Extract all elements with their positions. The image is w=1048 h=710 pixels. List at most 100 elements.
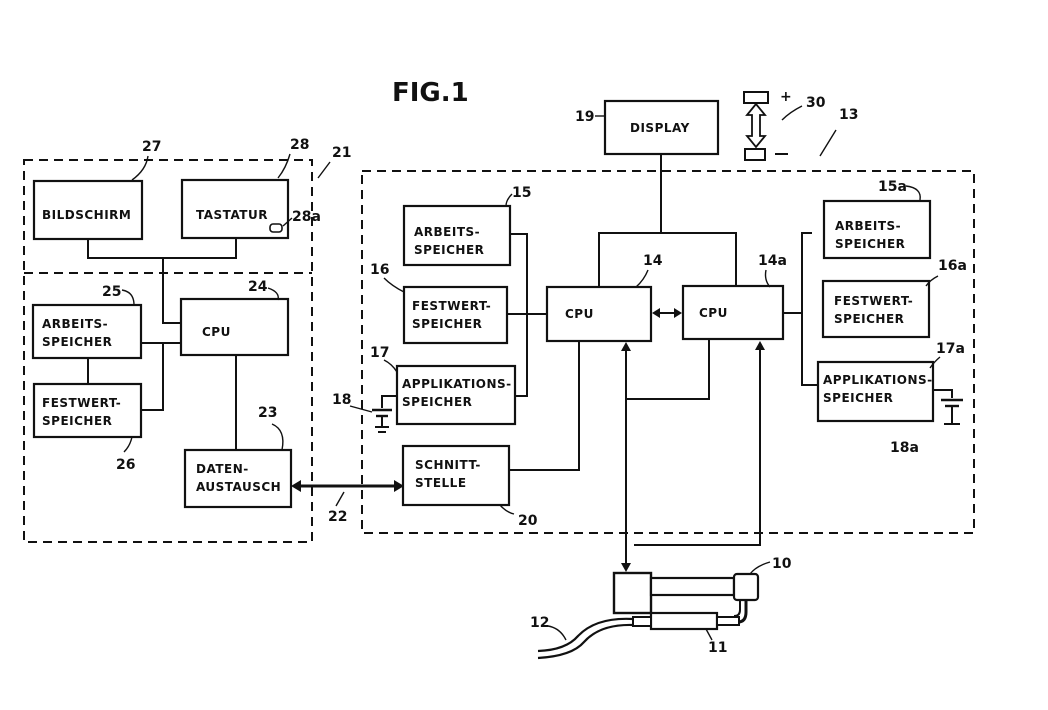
- terminal-festwertspeicher-block: [34, 384, 141, 437]
- terminal-cpu-label: CPU: [202, 325, 231, 339]
- terminal-arbeitsspeicher-block: [33, 305, 141, 358]
- terminal-arbeitsspeicher-ref-leader: [122, 290, 134, 305]
- figure-title: FIG.1: [392, 78, 469, 108]
- device-arbeitsspeicher-line1: ARBEITS-: [414, 225, 480, 239]
- schnittstelle-cpu-wire: [509, 341, 579, 470]
- injector-drive-rod: [651, 578, 734, 595]
- datenaustausch-line1: DATEN-: [196, 462, 249, 476]
- display-label: DISPLAY: [630, 121, 690, 135]
- injector-group: 10 12 11: [530, 556, 792, 658]
- bildschirm-ref: 27: [142, 139, 161, 155]
- device-arbeitsspeicher-line2: SPEICHER: [414, 243, 484, 257]
- injection-hose: [538, 619, 633, 651]
- terminal-festwertspeicher-ref-leader: [124, 437, 132, 452]
- display-keyboard-bus: [88, 238, 236, 258]
- arbeitsspeicher-a-ref: 15a: [878, 179, 907, 195]
- cpu-second-tap-wire: [626, 339, 709, 399]
- device-cpu-ref: 14: [643, 253, 663, 269]
- schnittstelle-line2: STELLE: [415, 476, 467, 490]
- data-link-ref-leader: [336, 492, 344, 506]
- syringe-barrel: [651, 613, 717, 629]
- terminal-ref: 21: [332, 145, 351, 161]
- terminal-cpu-block: [181, 299, 288, 355]
- device-festwertspeicher-ref: 16: [370, 262, 389, 278]
- device-applikationsspeicher-line2: SPEICHER: [402, 395, 472, 409]
- device-group: 13 DISPLAY 19 + 30 ARBEITS- SPEICHER 15 …: [332, 89, 974, 572]
- switch-bottom-contact-icon: [745, 149, 765, 160]
- syringe-ref-leader: [706, 629, 712, 640]
- schnittstelle-ref-leader: [500, 505, 514, 514]
- schnittstelle-line1: SCHNITT-: [415, 458, 481, 472]
- applikationsspeicher-a-line1: APPLIKATIONS-: [823, 373, 933, 387]
- arbeitsspeicher-a-line1: ARBEITS-: [835, 219, 901, 233]
- tastatur-key-ref: 28a: [292, 209, 321, 225]
- festwertspeicher-a-line1: FESTWERT-: [834, 294, 913, 308]
- injector-ref-leader: [750, 562, 770, 574]
- battery-a-ref: 18a: [890, 440, 919, 456]
- device-ref: 13: [839, 107, 858, 123]
- injector-ref: 10: [772, 556, 792, 572]
- switch-ref-leader: [782, 106, 802, 120]
- terminal-cpu-ref: 24: [248, 279, 268, 295]
- device-cpu-second-block: [683, 286, 783, 339]
- festwertspeicher-cpu-wire: [141, 343, 163, 410]
- terminal-ref-leader: [318, 162, 330, 178]
- cpu-wire-arrow-down-icon: [621, 563, 631, 572]
- switch-double-arrow-icon: [747, 104, 765, 147]
- link-arrow-left-icon: [291, 480, 301, 492]
- festwertspeicher-a-block: [823, 281, 929, 337]
- datenaustausch-block: [185, 450, 291, 507]
- hose-ref: 12: [530, 615, 549, 631]
- display-ref: 19: [575, 109, 594, 125]
- switch-ref: 30: [806, 95, 826, 111]
- terminal-festwertspeicher-line1: FESTWERT-: [42, 396, 121, 410]
- syringe-plunger: [717, 617, 739, 625]
- festwertspeicher-a-line2: SPEICHER: [834, 312, 904, 326]
- terminal-arbeitsspeicher-line2: SPEICHER: [42, 335, 112, 349]
- terminal-festwertspeicher-ref: 26: [116, 457, 135, 473]
- device-cpu-second-ref-leader: [766, 270, 771, 287]
- device-cpu-block: [547, 287, 651, 341]
- device-festwertspeicher-line2: SPEICHER: [412, 317, 482, 331]
- device-applikationsspeicher-line1: APPLIKATIONS-: [402, 377, 512, 391]
- syringe-ref: 11: [708, 640, 727, 656]
- device-applikationsspeicher-ref: 17: [370, 345, 389, 361]
- tastatur-ref: 28: [290, 137, 309, 153]
- battery-icon: [372, 396, 397, 432]
- device-ref-leader: [820, 130, 836, 156]
- key-icon: [270, 224, 282, 232]
- cpu-second-wire-arrow-icon: [755, 341, 765, 350]
- switch-plus-sign: +: [780, 89, 792, 105]
- data-link: 22: [291, 480, 404, 525]
- bus-to-cpu-wire: [163, 258, 181, 323]
- festwertspeicher-a-ref: 16a: [938, 258, 967, 274]
- injector-control-head: [614, 573, 651, 613]
- cpu-link-arrow-left-icon: [652, 308, 660, 318]
- datenaustausch-ref: 23: [258, 405, 277, 421]
- data-link-ref: 22: [328, 509, 347, 525]
- cpu-second-injector-wire: [634, 350, 760, 545]
- cpu-wire-arrow-up-icon: [621, 342, 631, 351]
- terminal-arbeitsspeicher-line1: ARBEITS-: [42, 317, 108, 331]
- schnittstelle-ref: 20: [518, 513, 538, 529]
- device-arbeitsspeicher-ref: 15: [512, 185, 531, 201]
- applikationsspeicher-a-ref: 17a: [936, 341, 965, 357]
- battery-a-icon: [933, 390, 963, 424]
- syringe-nozzle: [633, 617, 651, 626]
- datenaustausch-line2: AUSTAUSCH: [196, 480, 281, 494]
- tastatur-label: TASTATUR: [196, 208, 268, 222]
- device-cpu-second-label: CPU: [699, 306, 728, 320]
- device-applikationsspeicher-ref-leader: [384, 360, 397, 372]
- hose-ref-leader: [548, 626, 566, 640]
- datenaustausch-ref-leader: [272, 424, 283, 450]
- applikationsspeicher-a-line2: SPEICHER: [823, 391, 893, 405]
- device-cpu-label: CPU: [565, 307, 594, 321]
- terminal-festwertspeicher-line2: SPEICHER: [42, 414, 112, 428]
- terminal-arbeitsspeicher-ref: 25: [102, 284, 121, 300]
- device-cpu-ref-leader: [636, 270, 648, 287]
- terminal-group: 21 BILDSCHIRM 27 TASTATUR 28 28a CPU 24 …: [24, 137, 351, 542]
- battery-ref: 18: [332, 392, 351, 408]
- arbeitsspeicher-a-ref-leader: [906, 186, 920, 200]
- cpu-link-arrow-right-icon: [674, 308, 682, 318]
- device-festwertspeicher-block: [404, 287, 507, 343]
